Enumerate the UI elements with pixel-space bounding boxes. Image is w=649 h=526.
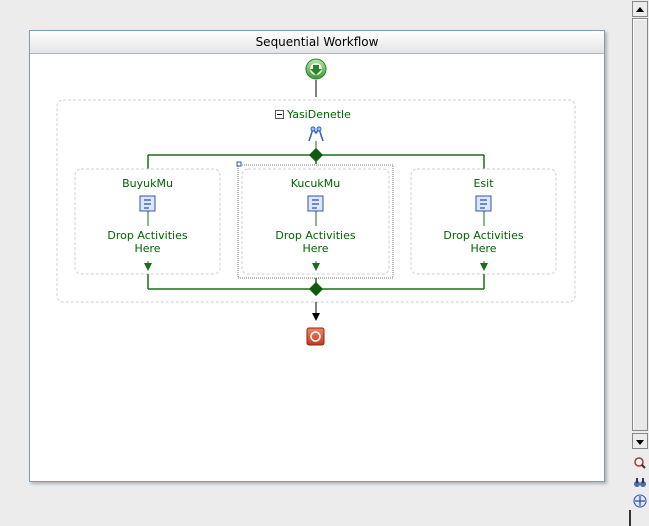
join-diamond [308,281,324,297]
start-arrow-icon[interactable] [305,58,327,80]
split-diamond [308,147,324,163]
branch-name-buyukmu: BuyukMu [122,177,173,190]
drop-placeholder-buyukmu[interactable]: Drop Activities Here [107,229,188,255]
parallel-activity-icon [308,126,324,142]
ifelse-branch-icon [139,195,156,212]
sequential-workflow[interactable]: Sequential Workflow [29,30,605,482]
designer-canvas: Sequential Workflow [29,30,605,482]
vertical-scrollbar[interactable] [631,0,649,526]
scroll-up-arrow-icon[interactable] [632,1,648,17]
binoculars-icon[interactable] [632,474,648,490]
canvas-edge [629,510,631,526]
scroll-down-arrow-icon[interactable] [632,433,648,449]
selection-handle[interactable] [236,161,242,167]
branch-name-esit: Esit [473,177,494,190]
workflow-diagram [56,58,576,346]
collapse-minus-icon[interactable] [275,110,284,119]
ifelse-branch-icon [475,195,492,212]
zoom-icon[interactable] [632,455,648,471]
parallel-name: YasiDenetle [287,108,351,121]
drop-placeholder-esit[interactable]: Drop Activities Here [443,229,524,255]
ifelse-branch-icon [307,195,324,212]
workflow-title: Sequential Workflow [30,31,604,54]
drop-placeholder-kucukmu[interactable]: Drop Activities Here [275,229,356,255]
pan-icon[interactable] [632,493,648,509]
stop-icon[interactable] [306,327,325,346]
branch-name-kucukmu: KucukMu [290,177,341,190]
scroll-thumb[interactable] [632,18,648,431]
